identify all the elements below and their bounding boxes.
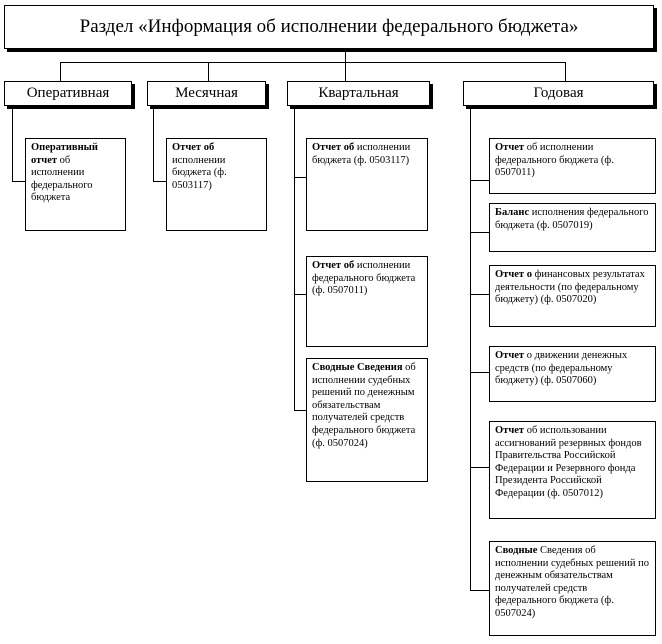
- report-text: исполнении федерального бюджета (ф. 0507…: [312, 260, 416, 297]
- category-bus: [60, 62, 565, 63]
- report-key: Отчет: [495, 350, 525, 361]
- bus-drop-annual: [565, 62, 566, 81]
- bus-drop-quarterly: [345, 62, 346, 81]
- category-annual: Годовая: [463, 81, 654, 106]
- category-quarterly: Квартальная: [287, 81, 430, 106]
- report-node: Баланс исполнения федерального бюджета (…: [489, 203, 656, 252]
- bus-drop-operational: [60, 62, 61, 81]
- report-key: Сводные Сведения: [312, 362, 403, 373]
- report-key: Отчет об: [312, 142, 355, 153]
- branch-quarterly-1: [294, 294, 306, 295]
- branch-monthly-0: [153, 181, 166, 182]
- report-node: Отчет об исполнении бюджета (ф. 0503117): [306, 138, 428, 231]
- category-label: Квартальная: [318, 85, 399, 101]
- root-connector: [345, 49, 346, 62]
- root-node: Раздел «Информация об исполнении федерал…: [4, 5, 654, 49]
- report-key: Баланс: [495, 207, 530, 218]
- report-key: Отчет об: [312, 260, 355, 271]
- category-label: Годовая: [533, 85, 584, 101]
- report-text: исполнении бюджета (ф. 0503117): [172, 154, 227, 191]
- report-node: Отчет об исполнении бюджета (ф. 0503117): [166, 138, 267, 231]
- category-monthly: Месячная: [147, 81, 266, 106]
- bus-drop-monthly: [208, 62, 209, 81]
- branch-annual-5: [470, 590, 489, 591]
- report-text: об исполнении федерального бюджета (ф. 0…: [495, 142, 614, 179]
- report-node: Отчет об исполнении федерального бюджета…: [489, 138, 656, 194]
- report-node: Отчет об использовании ассигнований резе…: [489, 421, 656, 519]
- branch-operational-0: [12, 181, 25, 182]
- report-text: Сведения об исполнении судебных решений …: [495, 545, 650, 619]
- report-key: Отчет: [495, 142, 525, 153]
- trunk-annual: [470, 106, 471, 591]
- report-key: Отчет о: [495, 269, 532, 280]
- report-node: Отчет о финансовых результатах деятельно…: [489, 265, 656, 327]
- report-node: Оперативный отчет об исполнении федераль…: [25, 138, 126, 231]
- report-key: Оперативный отчет: [31, 142, 98, 166]
- branch-quarterly-0: [294, 177, 306, 178]
- branch-annual-0: [470, 180, 489, 181]
- branch-annual-2: [470, 294, 489, 295]
- report-key: Сводные: [495, 545, 538, 556]
- trunk-quarterly: [294, 106, 295, 410]
- branch-annual-4: [470, 467, 489, 468]
- report-text: исполнения федерального бюджета (ф. 0507…: [495, 207, 649, 231]
- branch-annual-1: [470, 232, 489, 233]
- report-text: об использовании ассигнований резервных …: [495, 425, 642, 499]
- report-text: об исполнении судебных решений по денежн…: [312, 362, 416, 449]
- report-node: Отчет об исполнении федерального бюджета…: [306, 256, 428, 347]
- branch-annual-3: [470, 372, 489, 373]
- root-title: Раздел «Информация об исполнении федерал…: [79, 16, 579, 37]
- branch-quarterly-2: [294, 410, 306, 411]
- category-label: Оперативная: [26, 85, 110, 101]
- report-node: Сводные Сведения об исполнении судебных …: [489, 541, 656, 636]
- report-text: о движении денежных средств (по федераль…: [495, 350, 628, 387]
- category-label: Месячная: [175, 85, 238, 101]
- report-text: об исполнении федерального бюджета: [31, 154, 93, 204]
- report-key: Отчет об: [172, 142, 215, 153]
- report-node: Сводные Сведения об исполнении судебных …: [306, 358, 428, 482]
- trunk-operational: [12, 106, 13, 181]
- report-text: финансовых результатах деятельности (по …: [495, 269, 645, 306]
- report-text: исполнении бюджета (ф. 0503117): [312, 142, 411, 166]
- category-operational: Оперативная: [4, 81, 132, 106]
- report-node: Отчет о движении денежных средств (по фе…: [489, 346, 656, 402]
- report-key: Отчет: [495, 425, 525, 436]
- trunk-monthly: [153, 106, 154, 181]
